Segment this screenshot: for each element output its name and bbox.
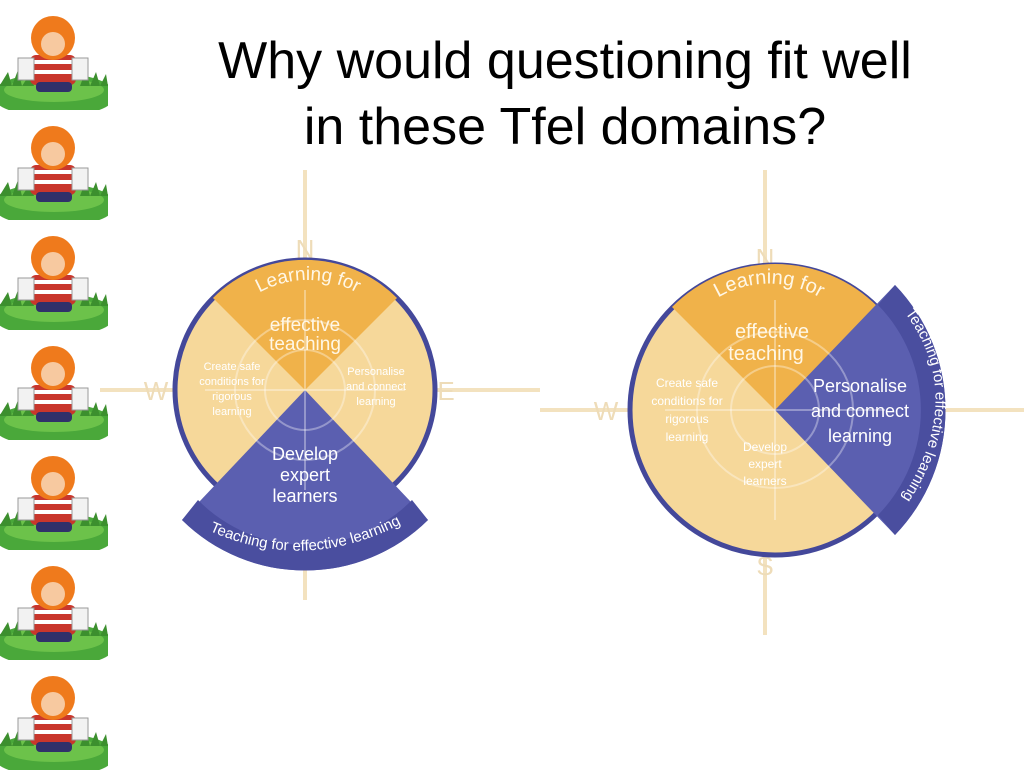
- label-teaching: teaching: [269, 334, 341, 355]
- child-reading-on-grass-icon: [0, 566, 108, 660]
- child-reading-on-grass-icon: [0, 236, 108, 330]
- child-reading-on-grass-icon: [0, 16, 108, 110]
- title-line-2: in these Tfel domains?: [303, 98, 827, 156]
- label-develop-1: Develop: [743, 440, 787, 454]
- compass-e: E: [437, 376, 454, 406]
- label-effective: effective: [735, 321, 809, 343]
- learning-for-effective-teaching-sector: [213, 259, 397, 390]
- label-create-2: conditions for: [651, 394, 722, 408]
- label-develop-2: expert: [280, 465, 330, 485]
- teaching-band: [182, 500, 428, 571]
- child-reading-on-grass-icon: [0, 676, 108, 770]
- label-create-3: rigorous: [665, 412, 708, 426]
- develop-expert-learners-sector: [182, 390, 428, 571]
- label-personalise-3: learning: [828, 426, 892, 446]
- label-develop-1: Develop: [272, 444, 338, 464]
- label-personalise-2: and connect: [811, 401, 909, 421]
- label-develop-3: learners: [272, 486, 337, 506]
- label-effective: effective: [270, 315, 340, 336]
- label-personalise-1: Personalise: [813, 376, 907, 396]
- tfel-compass-diagram-left: N W E Learning for effective teaching Cr…: [100, 170, 540, 600]
- compass-w: W: [144, 376, 169, 406]
- label-personalise-2: and connect: [346, 381, 406, 393]
- label-create-1: Create safe: [656, 376, 718, 390]
- tfel-compass-diagram-right: N W S Learning for effective teaching Cr…: [540, 170, 1024, 635]
- label-create-4: learning: [666, 430, 709, 444]
- child-reading-on-grass-icon: [0, 456, 108, 550]
- compass-n: N: [296, 234, 315, 264]
- child-reading-on-grass-icon: [0, 126, 108, 220]
- label-personalise-3: learning: [356, 396, 395, 408]
- label-teaching: teaching: [728, 343, 804, 365]
- compass-s: S: [756, 551, 773, 581]
- sidebar-decoration: [0, 0, 110, 770]
- label-create-4: learning: [212, 406, 251, 418]
- learning-for-effective-teaching-sector: [672, 264, 878, 410]
- teaching-band: [878, 285, 946, 535]
- label-create-3: rigorous: [212, 391, 252, 403]
- label-create-1: Create safe: [204, 361, 261, 373]
- label-create-2: conditions for: [199, 376, 265, 388]
- compass-rose: [205, 290, 405, 490]
- label-personalise-1: Personalise: [347, 366, 404, 378]
- child-reading-on-grass-icon: [0, 346, 108, 440]
- label-develop-2: expert: [748, 457, 782, 471]
- title-line-1: Why would questioning fit well: [218, 32, 912, 90]
- label-develop-3: learners: [743, 474, 786, 488]
- compass-w: W: [594, 396, 619, 426]
- compass-rose: [665, 300, 885, 520]
- slide-title: Why would questioning fit well in these …: [150, 28, 980, 160]
- personalise-connect-sector: [775, 285, 946, 535]
